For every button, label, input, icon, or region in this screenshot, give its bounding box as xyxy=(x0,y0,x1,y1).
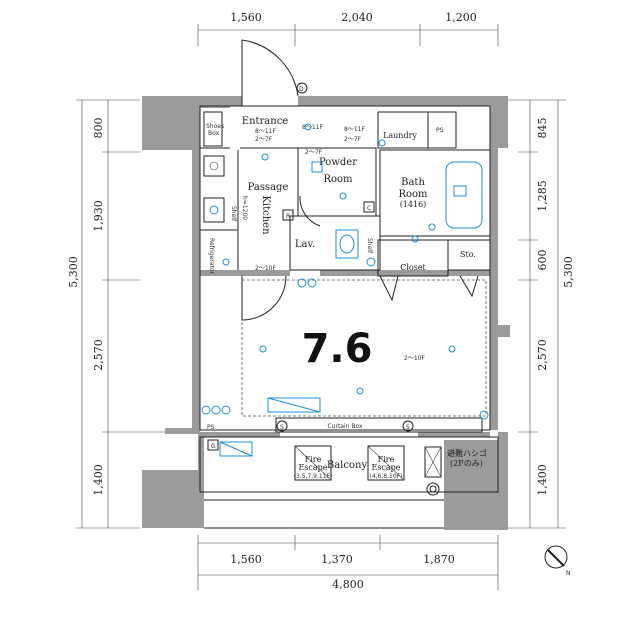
svg-text:D: D xyxy=(299,86,304,93)
bottom-dimension-line: 1,560 1,370 1,870 4,800 xyxy=(197,535,499,591)
dim-right-1: 845 xyxy=(536,118,549,139)
room-bath-line1: Bath xyxy=(401,177,425,188)
main-room-area: 7.6 xyxy=(302,326,373,372)
fire-escape-1: Fire Escape (3,5,7,9,11F) xyxy=(294,445,333,481)
shelf-kitchen-label: Shelf xyxy=(230,206,237,222)
fire-escape-2: Fire Escape (4,6,8,10F) xyxy=(367,445,405,481)
fire-escape-2-line2: Escape xyxy=(371,463,400,472)
marker-s1: S xyxy=(276,420,288,432)
dim-left-4: 1,400 xyxy=(92,464,105,496)
room-entrance: Entrance xyxy=(242,116,289,127)
room-powder-line2: Room xyxy=(323,174,353,185)
marker-ceiling-laundry-2: 2～7F xyxy=(344,136,362,143)
room-passage: Passage xyxy=(248,182,289,193)
refrigerator-label: Refrigerator xyxy=(208,238,215,275)
room-kitchen: Kitchen xyxy=(260,195,271,235)
ladder-icon xyxy=(424,446,442,478)
dim-top-3: 1,200 xyxy=(445,11,477,24)
room-laundry: Laundry xyxy=(383,131,417,140)
dim-left-total: 5,300 xyxy=(67,256,80,288)
marker-ceiling-laundry: 8～11F xyxy=(344,126,365,133)
curtain-box-label: Curtain Box xyxy=(327,423,362,430)
dim-top-2: 2,040 xyxy=(341,11,373,24)
fire-escape-1-floors: (3,5,7,9,11F) xyxy=(294,473,333,480)
right-dimension-line: 845 1,285 600 2,570 1,400 5,300 xyxy=(508,99,575,529)
left-dimension-line: 800 1,930 2,570 1,400 5,300 xyxy=(67,99,170,529)
top-dimension-line: 1,560 2,040 1,200 xyxy=(197,11,499,46)
marker-ceiling-main: 2～10F xyxy=(404,355,425,362)
north-arrow-icon: N xyxy=(544,545,571,577)
shelf-lav-label: Shelf xyxy=(366,238,373,254)
svg-text:R: R xyxy=(286,213,290,220)
svg-text:S: S xyxy=(406,424,410,431)
room-balcony: Balcony xyxy=(327,460,368,471)
equipment xyxy=(201,123,489,457)
shoes-box-line1: Shoes xyxy=(206,123,224,130)
svg-text:S: S xyxy=(280,424,284,431)
fire-escape-1-line2: Escape xyxy=(298,463,327,472)
marker-r: R xyxy=(282,209,294,221)
dim-bottom-1: 1,560 xyxy=(230,553,262,566)
dim-right-4: 2,570 xyxy=(536,339,549,371)
fire-escape-1-line1: Fire xyxy=(305,455,322,464)
marker-ceiling-kitchen: 2～10F xyxy=(255,265,276,272)
dim-right-total: 5,300 xyxy=(562,256,575,288)
fire-escape-2-line1: Fire xyxy=(378,455,395,464)
room-bath-size: (1416) xyxy=(400,200,427,209)
dim-top-1: 1,560 xyxy=(230,11,262,24)
dim-bottom-2: 1,370 xyxy=(321,553,353,566)
ladder-label-line1: 避難ハシゴ xyxy=(447,448,487,458)
marker-ceiling-entrance: 8～11F xyxy=(255,128,276,135)
svg-text:G: G xyxy=(211,443,216,450)
room-powder-line1: Powder xyxy=(319,157,357,168)
room-lav: Lav. xyxy=(295,239,315,250)
room-sto: Sto. xyxy=(460,250,476,259)
marker-d: D xyxy=(296,82,308,94)
drain-icon xyxy=(426,482,440,496)
marker-ceiling-powder: 8～11F xyxy=(302,124,323,131)
walls xyxy=(142,96,510,530)
room-closet: Closet xyxy=(400,263,426,272)
marker-ceiling-powder-2: 2～7F xyxy=(305,149,323,156)
marker-ceiling-entrance-2: 2～7F xyxy=(255,136,273,143)
ladder-label-line2: (2Fのみ) xyxy=(450,459,483,468)
dim-left-3: 2,570 xyxy=(92,339,105,371)
room-ps-top: PS xyxy=(436,127,444,134)
svg-text:N: N xyxy=(566,570,571,577)
dim-left-2: 1,930 xyxy=(92,200,105,232)
dim-left-1: 800 xyxy=(92,118,105,139)
dim-bottom-total: 4,800 xyxy=(332,578,364,591)
marker-g: G xyxy=(207,439,219,451)
marker-height-kitchen: h=1200 xyxy=(241,196,248,220)
dim-bottom-3: 1,870 xyxy=(423,553,455,566)
marker-c: C xyxy=(363,201,375,213)
dim-right-2: 1,285 xyxy=(536,180,549,212)
doors xyxy=(241,39,479,321)
dim-right-3: 600 xyxy=(536,250,549,271)
room-outlines xyxy=(199,105,499,529)
shoes-box-line2: Box xyxy=(208,130,220,137)
room-ps-bottom: PS xyxy=(207,424,215,431)
dim-right-5: 1,400 xyxy=(536,464,549,496)
fire-escape-2-floors: (4,6,8,10F) xyxy=(370,473,403,480)
marker-s2: S xyxy=(402,420,414,432)
room-bath-line2: Room xyxy=(398,189,428,200)
svg-text:C: C xyxy=(367,205,371,212)
